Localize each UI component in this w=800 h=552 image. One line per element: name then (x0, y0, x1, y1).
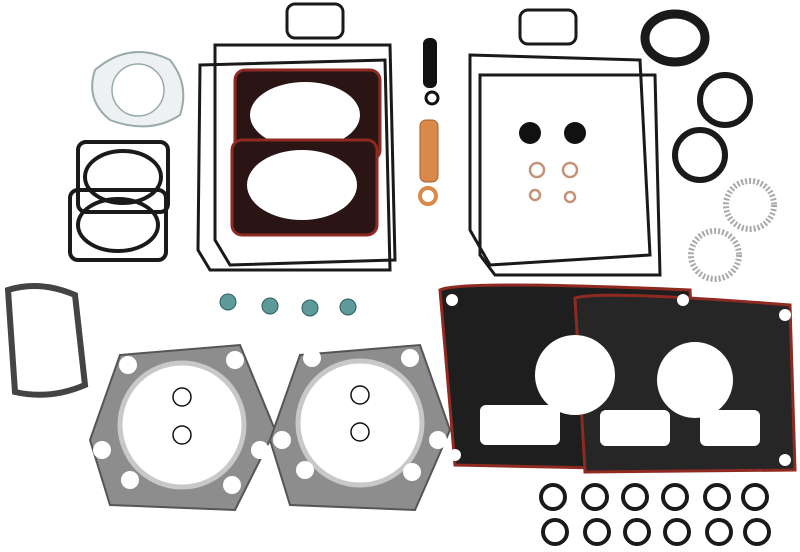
exhaust-gaskets (688, 178, 777, 282)
copper-o-rings (528, 161, 579, 204)
cylinder-base-gaskets (68, 140, 170, 262)
side-gasket (4, 283, 89, 398)
head-gasket-left (88, 343, 277, 512)
small-o-rings-stack (423, 38, 440, 106)
rocker-cover-gaskets-left (196, 43, 397, 272)
head-gasket-right (268, 343, 452, 512)
small-cover-gasket-left (285, 2, 345, 40)
o-rings-bottom (539, 483, 771, 546)
air-cleaner-gasket (91, 51, 185, 128)
valve-stem-seals (219, 293, 357, 317)
pushrod-tube-seals (640, 9, 753, 183)
copper-washers (418, 119, 439, 206)
red-black-head-gaskets-top (230, 68, 382, 237)
rocker-box-gaskets (438, 283, 797, 474)
rocker-cover-gaskets-right (468, 53, 662, 277)
breather-grommets (519, 122, 586, 144)
small-cover-gasket-right (518, 8, 578, 46)
